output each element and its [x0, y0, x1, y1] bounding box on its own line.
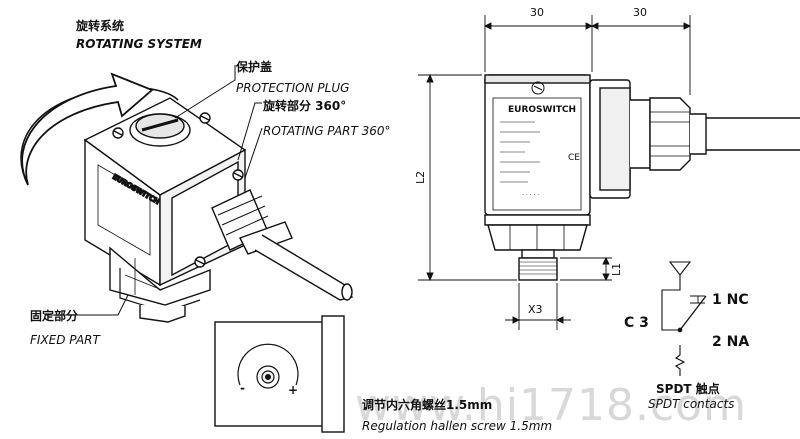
- rotating-part-en: ROTATING PART 360°: [263, 124, 391, 138]
- dim-top-right: 30: [633, 6, 647, 19]
- front-brand-text: EUROSWITCH: [508, 105, 576, 115]
- regulation-cn: 调节内六角螺丝1.5mm: [362, 397, 492, 412]
- rotating-system-cn: 旋转系统: [75, 18, 124, 33]
- spdt-title-cn: SPDT 触点: [656, 381, 720, 396]
- regulation-en: Regulation hallen screw 1.5mm: [362, 419, 552, 433]
- fixed-part-en: FIXED PART: [30, 333, 101, 347]
- spdt-schematic: [661, 261, 707, 376]
- dim-l1: L1: [610, 263, 623, 276]
- svg-text:-: -: [240, 381, 245, 395]
- protection-plug-en: PROTECTION PLUG: [236, 81, 349, 95]
- fixed-part-cn: 固定部分: [30, 308, 78, 323]
- rotating-part-cn: 旋转部分 360°: [262, 98, 346, 113]
- dimension-lines: [418, 15, 692, 330]
- spdt-title-en: SPDT contacts: [648, 397, 734, 411]
- isometric-switch: EUROSWITCH: [20, 72, 354, 323]
- dim-top-left: 30: [530, 6, 544, 19]
- protection-plug-cn: 保护盖: [235, 59, 272, 74]
- contact-nc: 1 NC: [712, 292, 749, 308]
- regulation-screw-inset: - +: [214, 315, 345, 433]
- dim-x3: X3: [528, 303, 543, 316]
- contact-na: 2 NA: [712, 334, 749, 350]
- contact-c3: C 3: [624, 315, 649, 331]
- svg-text:+: +: [288, 383, 298, 397]
- dim-l2: L2: [414, 171, 427, 184]
- front-view: EUROSWITCH CE · · · · ·: [484, 74, 800, 281]
- svg-text:· · · · ·: · · · · ·: [522, 192, 539, 199]
- svg-text:CE: CE: [568, 153, 580, 163]
- rotating-system-en: ROTATING SYSTEM: [76, 37, 202, 51]
- watermark: www.hi1718.com: [355, 380, 747, 431]
